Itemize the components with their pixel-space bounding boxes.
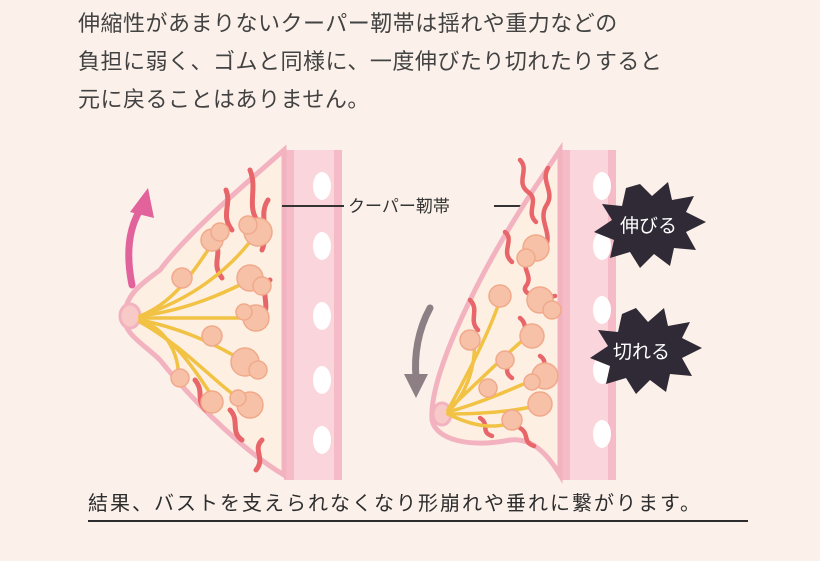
arrow-down-icon — [404, 304, 434, 398]
burst-stretch: 伸びる — [594, 182, 706, 268]
conclusion-text: 結果、バストを支えられなくなり形崩れや垂れに繋がります。 — [88, 491, 702, 515]
burst-torn: 切れる — [590, 308, 702, 394]
lobules-right — [459, 234, 562, 431]
breast-ligament-diagram: クーパー靭帯 — [118, 141, 706, 485]
intro-text: 伸縮性があまりないクーパー靭帯は揺れや重力などの 負担に弱く、ゴムと同様に、一度… — [78, 6, 778, 120]
cooper-label-text: クーパー靭帯 — [348, 197, 450, 217]
sagging-breast — [404, 141, 616, 485]
conclusion-underline — [88, 520, 748, 522]
intro-line-2: 負担に弱く、ゴムと同様に、一度伸びたり切れたりすると — [78, 50, 663, 75]
intro-line-3: 元に戻ることはありません。 — [78, 88, 370, 113]
ribs-right — [593, 172, 611, 448]
ribs-left — [313, 172, 331, 454]
arrow-up-icon — [125, 188, 154, 289]
burst-stretch-text: 伸びる — [620, 215, 677, 237]
burst-torn-text: 切れる — [613, 341, 670, 363]
lobules-left — [170, 215, 273, 419]
healthy-breast — [118, 144, 342, 480]
intro-line-1: 伸縮性があまりないクーパー靭帯は揺れや重力などの — [78, 12, 618, 37]
